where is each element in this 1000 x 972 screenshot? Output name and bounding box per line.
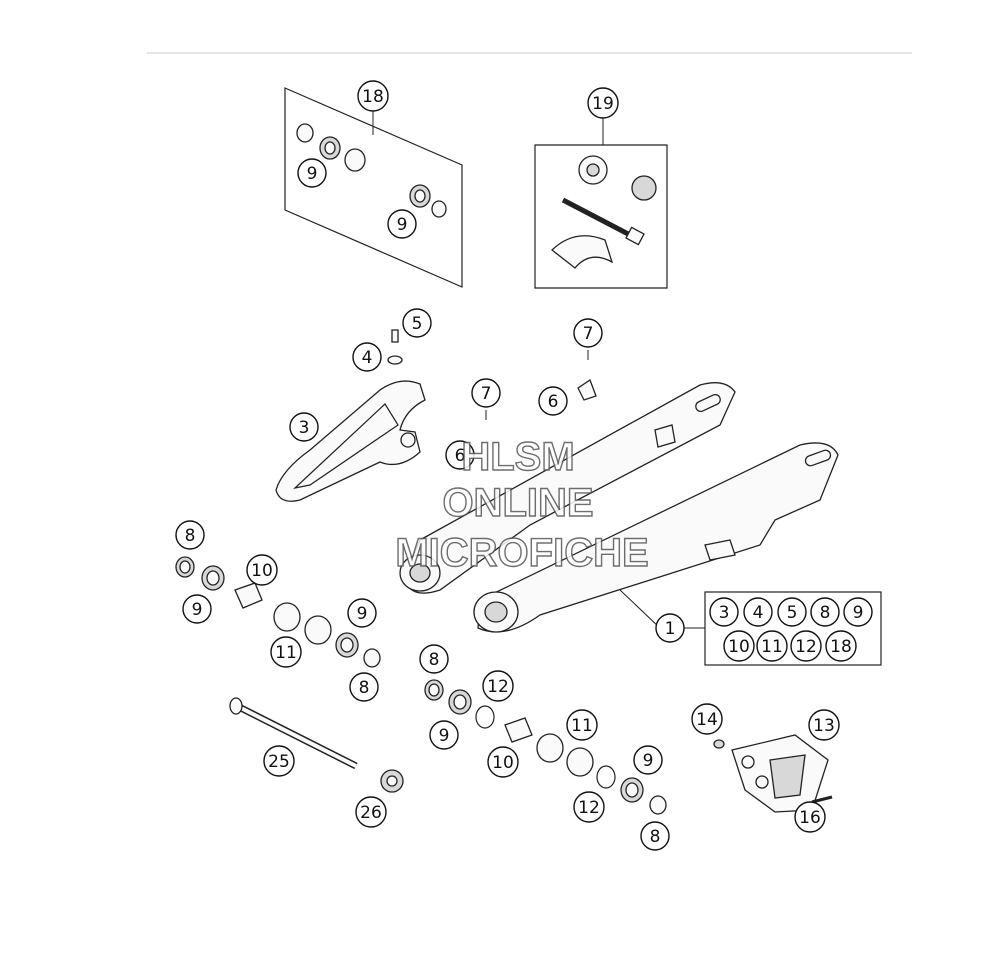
svg-text:5: 5	[412, 314, 423, 334]
svg-text:9: 9	[357, 604, 368, 624]
callout-9: 9	[843, 597, 873, 627]
callout-8: 8	[349, 672, 379, 702]
svg-text:18: 18	[830, 637, 852, 657]
callout-12: 12	[482, 670, 514, 702]
callout-9: 9	[387, 209, 417, 239]
chain-slider	[275, 329, 426, 502]
callout-11: 11	[566, 709, 598, 741]
svg-text:12: 12	[578, 798, 600, 818]
svg-text:12: 12	[487, 677, 509, 697]
callout-12: 12	[790, 630, 822, 662]
callout-8: 8	[640, 821, 670, 851]
callout-16: 16	[794, 801, 826, 833]
callout-3: 3	[709, 597, 739, 627]
watermark-line1: HLSM	[461, 435, 574, 479]
callout-8: 8	[175, 520, 205, 550]
callout-5: 5	[402, 308, 432, 338]
kit-19-panel	[534, 118, 668, 289]
svg-text:8: 8	[185, 526, 196, 546]
callout-6: 6	[445, 440, 475, 470]
svg-text:9: 9	[192, 600, 203, 620]
callout-12: 12	[573, 791, 605, 823]
callout-9: 9	[429, 720, 459, 750]
callout-1: 1	[655, 613, 685, 643]
svg-text:11: 11	[761, 637, 783, 657]
svg-text:10: 10	[251, 561, 273, 581]
callout-9: 9	[297, 158, 327, 188]
callout-8: 8	[419, 644, 449, 674]
svg-text:10: 10	[728, 637, 750, 657]
svg-text:5: 5	[787, 603, 798, 623]
callout-9: 9	[347, 598, 377, 628]
svg-text:12: 12	[795, 637, 817, 657]
svg-text:16: 16	[799, 808, 821, 828]
svg-text:9: 9	[307, 164, 318, 184]
svg-text:8: 8	[650, 827, 661, 847]
callout-7: 7	[573, 318, 603, 348]
callout-7: 7	[471, 378, 501, 408]
svg-text:7: 7	[481, 384, 492, 404]
svg-text:25: 25	[268, 752, 290, 772]
svg-text:6: 6	[455, 446, 466, 466]
callout-5: 5	[777, 597, 807, 627]
svg-text:3: 3	[299, 418, 310, 438]
callout-11: 11	[270, 636, 302, 668]
svg-text:4: 4	[362, 348, 373, 368]
callout-9: 9	[633, 745, 663, 775]
callout-11: 11	[756, 630, 788, 662]
callout-10: 10	[246, 554, 278, 586]
callout-19: 19	[587, 87, 619, 119]
svg-text:9: 9	[853, 603, 864, 623]
callout-9: 9	[182, 594, 212, 624]
svg-text:18: 18	[362, 87, 384, 107]
callout-13: 13	[808, 709, 840, 741]
leader-lines	[485, 350, 589, 420]
pivot-bearings-left	[175, 556, 381, 668]
callout-8: 8	[810, 597, 840, 627]
svg-text:4: 4	[753, 603, 764, 623]
callout-3: 3	[289, 412, 319, 442]
svg-text:26: 26	[360, 803, 382, 823]
callout-10: 10	[723, 630, 755, 662]
callout-14: 14	[691, 703, 723, 735]
pivot-bearings-right	[424, 679, 667, 815]
svg-text:14: 14	[696, 710, 718, 730]
callout-18: 18	[357, 80, 389, 112]
callout-26: 26	[355, 796, 387, 828]
callout-25: 25	[263, 745, 295, 777]
svg-text:9: 9	[643, 751, 654, 771]
kit-18-panel	[284, 87, 463, 288]
callout-6: 6	[538, 386, 568, 416]
watermark-line3: MICROFICHE	[395, 531, 648, 575]
watermark: HLSM ONLINE MICROFICHE	[395, 434, 650, 575]
svg-text:10: 10	[492, 753, 514, 773]
svg-text:8: 8	[429, 650, 440, 670]
pivot-axle	[229, 697, 404, 793]
svg-text:11: 11	[571, 716, 593, 736]
kit-1-box	[704, 591, 882, 666]
swingarm	[399, 379, 839, 633]
svg-text:13: 13	[813, 716, 835, 736]
callout-4: 4	[743, 597, 773, 627]
svg-text:11: 11	[275, 643, 297, 663]
svg-text:9: 9	[397, 215, 408, 235]
watermark-line2: ONLINE	[442, 481, 593, 525]
chain-guide	[713, 734, 833, 813]
svg-text:1: 1	[665, 619, 676, 639]
svg-text:9: 9	[439, 726, 450, 746]
svg-text:19: 19	[592, 94, 614, 114]
svg-text:8: 8	[820, 603, 831, 623]
svg-text:8: 8	[359, 678, 370, 698]
callout-10: 10	[487, 746, 519, 778]
svg-text:6: 6	[548, 392, 559, 412]
callout-4: 4	[352, 342, 382, 372]
svg-text:7: 7	[583, 324, 594, 344]
svg-text:3: 3	[719, 603, 730, 623]
callout-18: 18	[825, 630, 857, 662]
